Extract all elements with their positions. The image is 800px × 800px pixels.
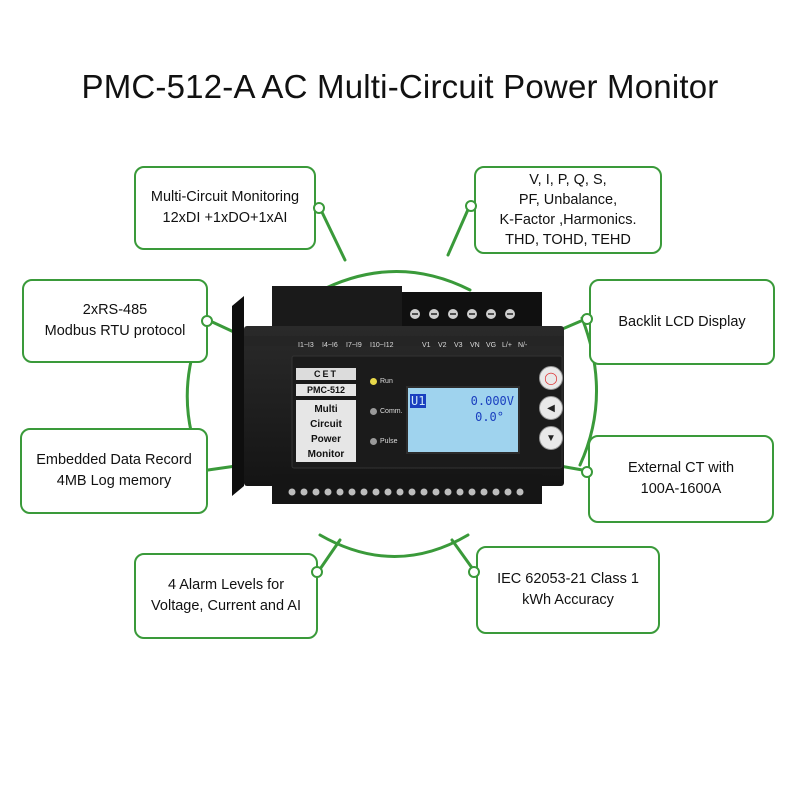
callout-line: 4MB Log memory <box>56 473 172 489</box>
terminal-label: N/- <box>518 342 528 349</box>
led-icon <box>370 438 377 445</box>
indicator-label: Run <box>380 378 393 385</box>
lcd-display: U1 0.000V 0.0° <box>406 386 520 454</box>
callout-measurements: V, I, P, Q, S, PF, Unbalance, K-Factor ,… <box>474 166 662 254</box>
led-icon <box>370 378 377 385</box>
terminal-label: V1 <box>422 342 431 349</box>
callout-line: K-Factor ,Harmonics. <box>499 212 637 228</box>
terminal-label: V2 <box>438 342 447 349</box>
callout-alarm: 4 Alarm Levels for Voltage, Current and … <box>134 553 318 639</box>
down-button[interactable]: ▼ <box>539 426 563 450</box>
led-icon <box>370 408 377 415</box>
power-button[interactable]: ◯ <box>539 366 563 390</box>
connector-dot <box>581 466 593 478</box>
callout-line: kWh Accuracy <box>522 592 614 608</box>
top-terminals <box>410 309 515 319</box>
name-line: Multi <box>314 404 338 415</box>
callout-lcd: Backlit LCD Display <box>589 279 775 365</box>
connector-dot <box>201 315 213 327</box>
callout-multi-circuit: Multi-Circuit Monitoring 12xDI +1xDO+1xA… <box>134 166 316 250</box>
connector-dot <box>311 566 323 578</box>
callout-line: Voltage, Current and AI <box>151 598 301 614</box>
page-title: PMC-512-A AC Multi-Circuit Power Monitor <box>81 68 719 105</box>
callout-line: Backlit LCD Display <box>618 313 746 330</box>
name-line: Monitor <box>307 449 345 460</box>
connector-dot <box>313 202 325 214</box>
callout-line: 4 Alarm Levels for <box>167 577 285 593</box>
terminal-label: I10~I12 <box>370 342 394 349</box>
power-monitor-device: I1~I3 I4~I6 I7~I9 I10~I12 V1 V2 V3 VN VG… <box>232 286 572 504</box>
callout-line: THD, TOHD, TEHD <box>505 232 631 248</box>
callout-line: 12xDI +1xDO+1xAI <box>162 210 288 226</box>
indicator-comm: Comm. <box>370 408 403 415</box>
power-icon: ◯ <box>544 371 558 385</box>
callout-ct: External CT with 100A-1600A <box>588 435 774 523</box>
terminal-label: I4~I6 <box>322 342 338 349</box>
callout-line: IEC 62053-21 Class 1 <box>497 571 639 587</box>
indicator-pulse: Pulse <box>370 438 398 445</box>
callout-line: External CT with <box>627 460 735 476</box>
triangle-down-icon: ▼ <box>546 432 556 444</box>
brand-logo: CET <box>296 368 356 380</box>
connector-dot <box>468 566 480 578</box>
name-line: Power <box>310 434 341 445</box>
model-label: PMC-512 <box>296 384 356 396</box>
callout-line: 2xRS-485 <box>82 302 148 318</box>
device-name-plate: Multi Circuit Power Monitor <box>296 400 356 462</box>
callout-line: Multi-Circuit Monitoring <box>150 189 300 205</box>
terminal-label: L/+ <box>502 342 512 349</box>
callout-line: PF, Unbalance, <box>518 192 618 208</box>
name-line: Circuit <box>310 419 342 430</box>
terminal-label: I7~I9 <box>346 342 362 349</box>
callout-line: Modbus RTU protocol <box>44 323 186 339</box>
callout-rs485: 2xRS-485 Modbus RTU protocol <box>22 279 208 363</box>
indicator-label: Pulse <box>380 438 398 445</box>
connector-dot <box>465 200 477 212</box>
terminal-label: VN <box>470 342 480 349</box>
lcd-angle: 0.0° <box>475 410 504 424</box>
callout-data-record: Embedded Data Record 4MB Log memory <box>20 428 208 514</box>
terminal-label: VG <box>486 342 497 349</box>
terminal-label: V3 <box>454 342 463 349</box>
connector-dot <box>581 313 593 325</box>
indicator-run: Run <box>370 378 393 385</box>
lcd-voltage: 0.000V <box>470 394 514 408</box>
callout-line: 100A-1600A <box>640 481 722 497</box>
terminal-label: I1~I3 <box>298 342 314 349</box>
indicator-label: Comm. <box>380 408 403 415</box>
callout-line: Embedded Data Record <box>36 452 192 468</box>
callout-line: V, I, P, Q, S, <box>529 172 607 188</box>
lcd-channel: U1 <box>410 394 427 408</box>
bottom-terminals <box>288 488 524 496</box>
left-button[interactable]: ◀ <box>539 396 563 420</box>
callout-iec: IEC 62053-21 Class 1 kWh Accuracy <box>476 546 660 634</box>
triangle-left-icon: ◀ <box>547 402 555 414</box>
